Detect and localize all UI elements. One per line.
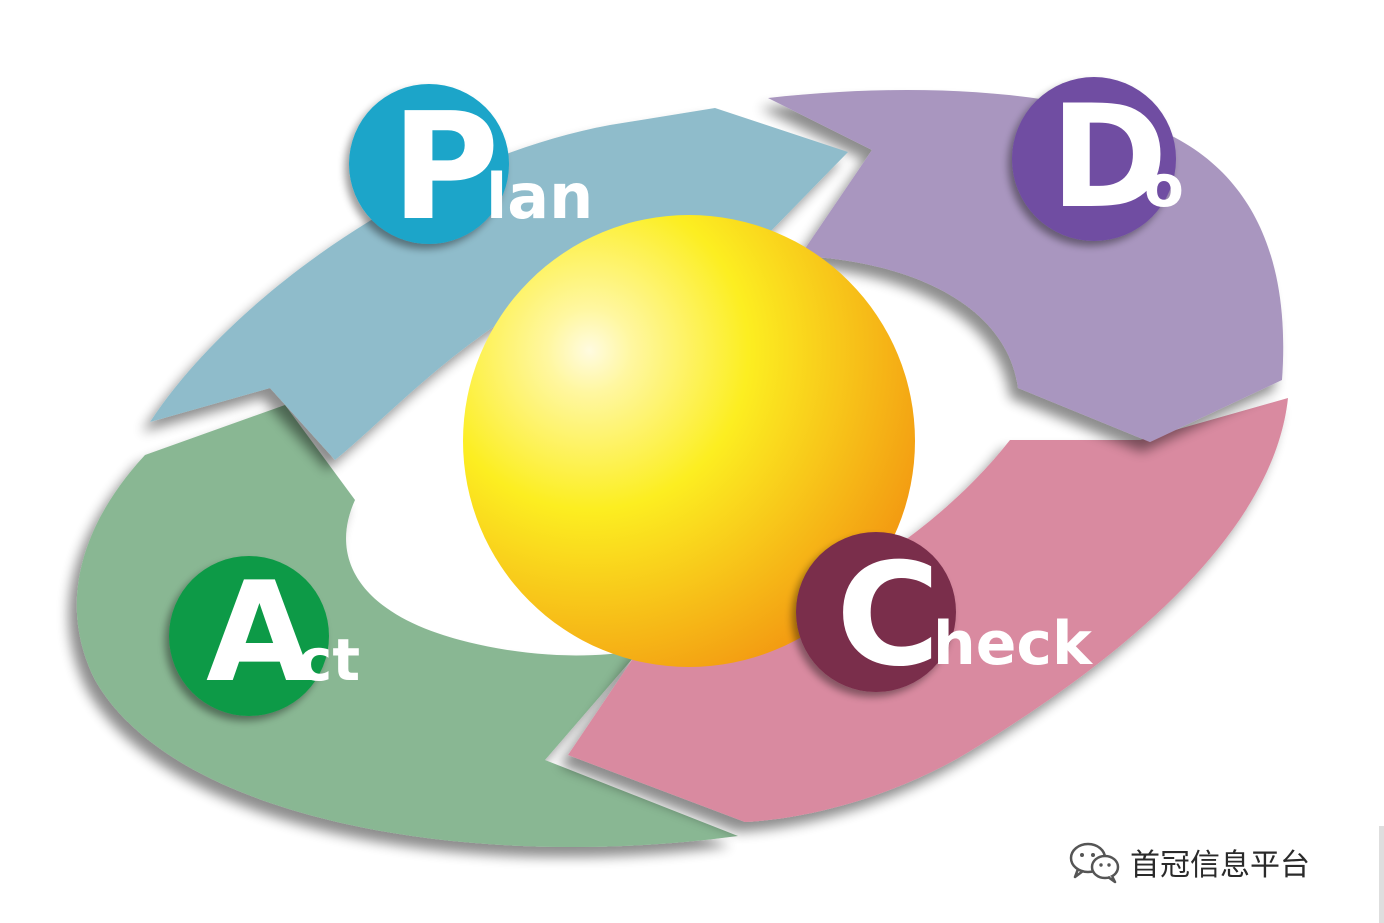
center-sphere [463,215,915,667]
do-initial: D [1050,75,1168,240]
plan-arrow [150,108,848,460]
plan-badge-circle [349,84,509,244]
act-arrow [76,405,738,848]
watermark-text: 首冠信息平台 [1130,848,1310,883]
act-rest: ct [298,626,360,694]
do-rest: o [1144,152,1184,220]
check-initial: C [836,533,940,698]
wechat-chat-icon [1069,842,1120,884]
do-badge: D o [1012,75,1184,241]
do-badge-circle [1012,77,1176,241]
act-initial: A [206,552,313,713]
plan-badge: P lan [349,81,593,253]
act-badge: A ct [169,552,360,716]
check-badge-circle [796,532,956,692]
edge-strip [1379,826,1384,923]
check-rest: heck [933,609,1094,679]
watermark: 首冠信息平台 [1068,838,1310,886]
plan-rest: lan [486,160,593,233]
act-badge-circle [169,556,329,716]
check-badge: C heck [796,532,1094,698]
plan-initial: P [391,81,499,253]
